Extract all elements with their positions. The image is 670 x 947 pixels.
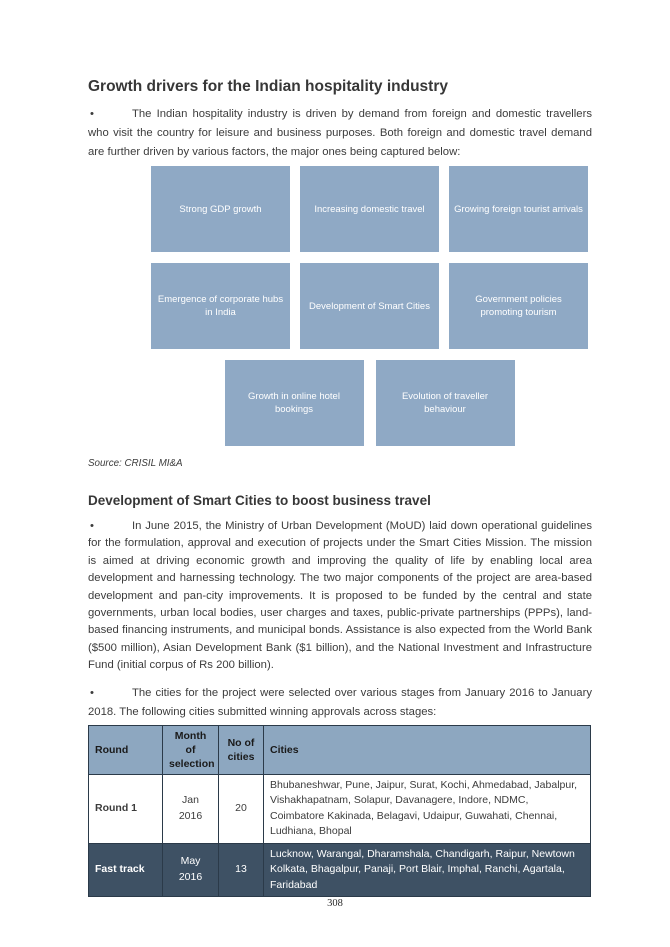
driver-box-label: Emergence of corporate hubs in India (157, 294, 284, 318)
bullet-marker: • (90, 108, 94, 120)
cities-table: Round Month of selection No of cities Ci… (88, 724, 591, 898)
drivers-row-3: Growth in online hotel bookings Evolutio… (151, 360, 588, 446)
drivers-row-1: Strong GDP growth Increasing domestic tr… (151, 166, 588, 252)
cell-cities: Bhubaneshwar, Pune, Jaipur, Surat, Kochi… (263, 773, 591, 844)
cell-round: Round 1 (88, 773, 163, 844)
cities-table-header: Round Month of selection No of cities Ci… (88, 724, 591, 775)
driver-box-label: Government policies promoting tourism (475, 294, 562, 318)
cities-selection-paragraph-text: The cities for the project were selected… (88, 686, 592, 718)
cell-month: May 2016 (162, 842, 219, 898)
page-number: 308 (327, 898, 343, 909)
table-row-round1: Round 1 Jan 2016 20 Bhubaneshwar, Pune, … (88, 773, 591, 844)
cell-round: Fast track (88, 842, 163, 898)
cities-selection-paragraph: •The cities for the project were selecte… (88, 684, 592, 722)
table-header-row: Round Month of selection No of cities Ci… (88, 724, 591, 775)
driver-box-smart-cities: Development of Smart Cities (300, 263, 439, 349)
driver-box-label: Evolution of traveller behaviour (401, 391, 489, 415)
col-header-month: Month of selection (162, 724, 219, 775)
section-title: Development of Smart Cities to boost bus… (88, 493, 431, 508)
cell-cities: Lucknow, Warangal, Dharamshala, Chandiga… (263, 842, 591, 898)
bullet-marker: • (90, 520, 94, 532)
driver-box-label: Increasing domestic travel (314, 203, 425, 215)
driver-box-gdp: Strong GDP growth (151, 166, 290, 252)
driver-box-corporate-hubs: Emergence of corporate hubs in India (151, 263, 290, 349)
driver-box-online-bookings: Growth in online hotel bookings (224, 360, 364, 446)
bullet-marker: • (90, 686, 94, 699)
cell-count: 20 (218, 773, 264, 844)
col-header-cities: Cities (263, 724, 591, 775)
intro-paragraph: •The Indian hospitality industry is driv… (88, 105, 592, 162)
driver-box-foreign-tourists: Growing foreign tourist arrivals (449, 166, 588, 252)
intro-paragraph-text: The Indian hospitality industry is drive… (88, 108, 592, 158)
driver-box-label: Development of Smart Cities (309, 300, 430, 312)
driver-box-traveller-behaviour: Evolution of traveller behaviour (375, 360, 515, 446)
smart-cities-paragraph: •In June 2015, the Ministry of Urban Dev… (88, 518, 592, 675)
driver-box-label: Growing foreign tourist arrivals (454, 203, 583, 215)
driver-box-label: Strong GDP growth (179, 203, 262, 215)
cell-month: Jan 2016 (162, 773, 219, 844)
cell-count: 13 (218, 842, 264, 898)
smart-cities-paragraph-text: In June 2015, the Ministry of Urban Deve… (88, 520, 592, 672)
driver-box-domestic-travel: Increasing domestic travel (300, 166, 439, 252)
table-row-fast-track: Fast track May 2016 13 Lucknow, Warangal… (88, 842, 591, 898)
driver-box-label: Growth in online hotel bookings (248, 391, 340, 415)
source-note: Source: CRISIL MI&A (88, 458, 183, 469)
col-header-round: Round (88, 724, 163, 775)
growth-drivers-grid: Strong GDP growth Increasing domestic tr… (151, 166, 588, 446)
page-title: Growth drivers for the Indian hospitalit… (88, 78, 448, 95)
drivers-row-2: Emergence of corporate hubs in India Dev… (151, 263, 588, 349)
driver-box-govt-policies: Government policies promoting tourism (449, 263, 588, 349)
col-header-count: No of cities (218, 724, 264, 775)
